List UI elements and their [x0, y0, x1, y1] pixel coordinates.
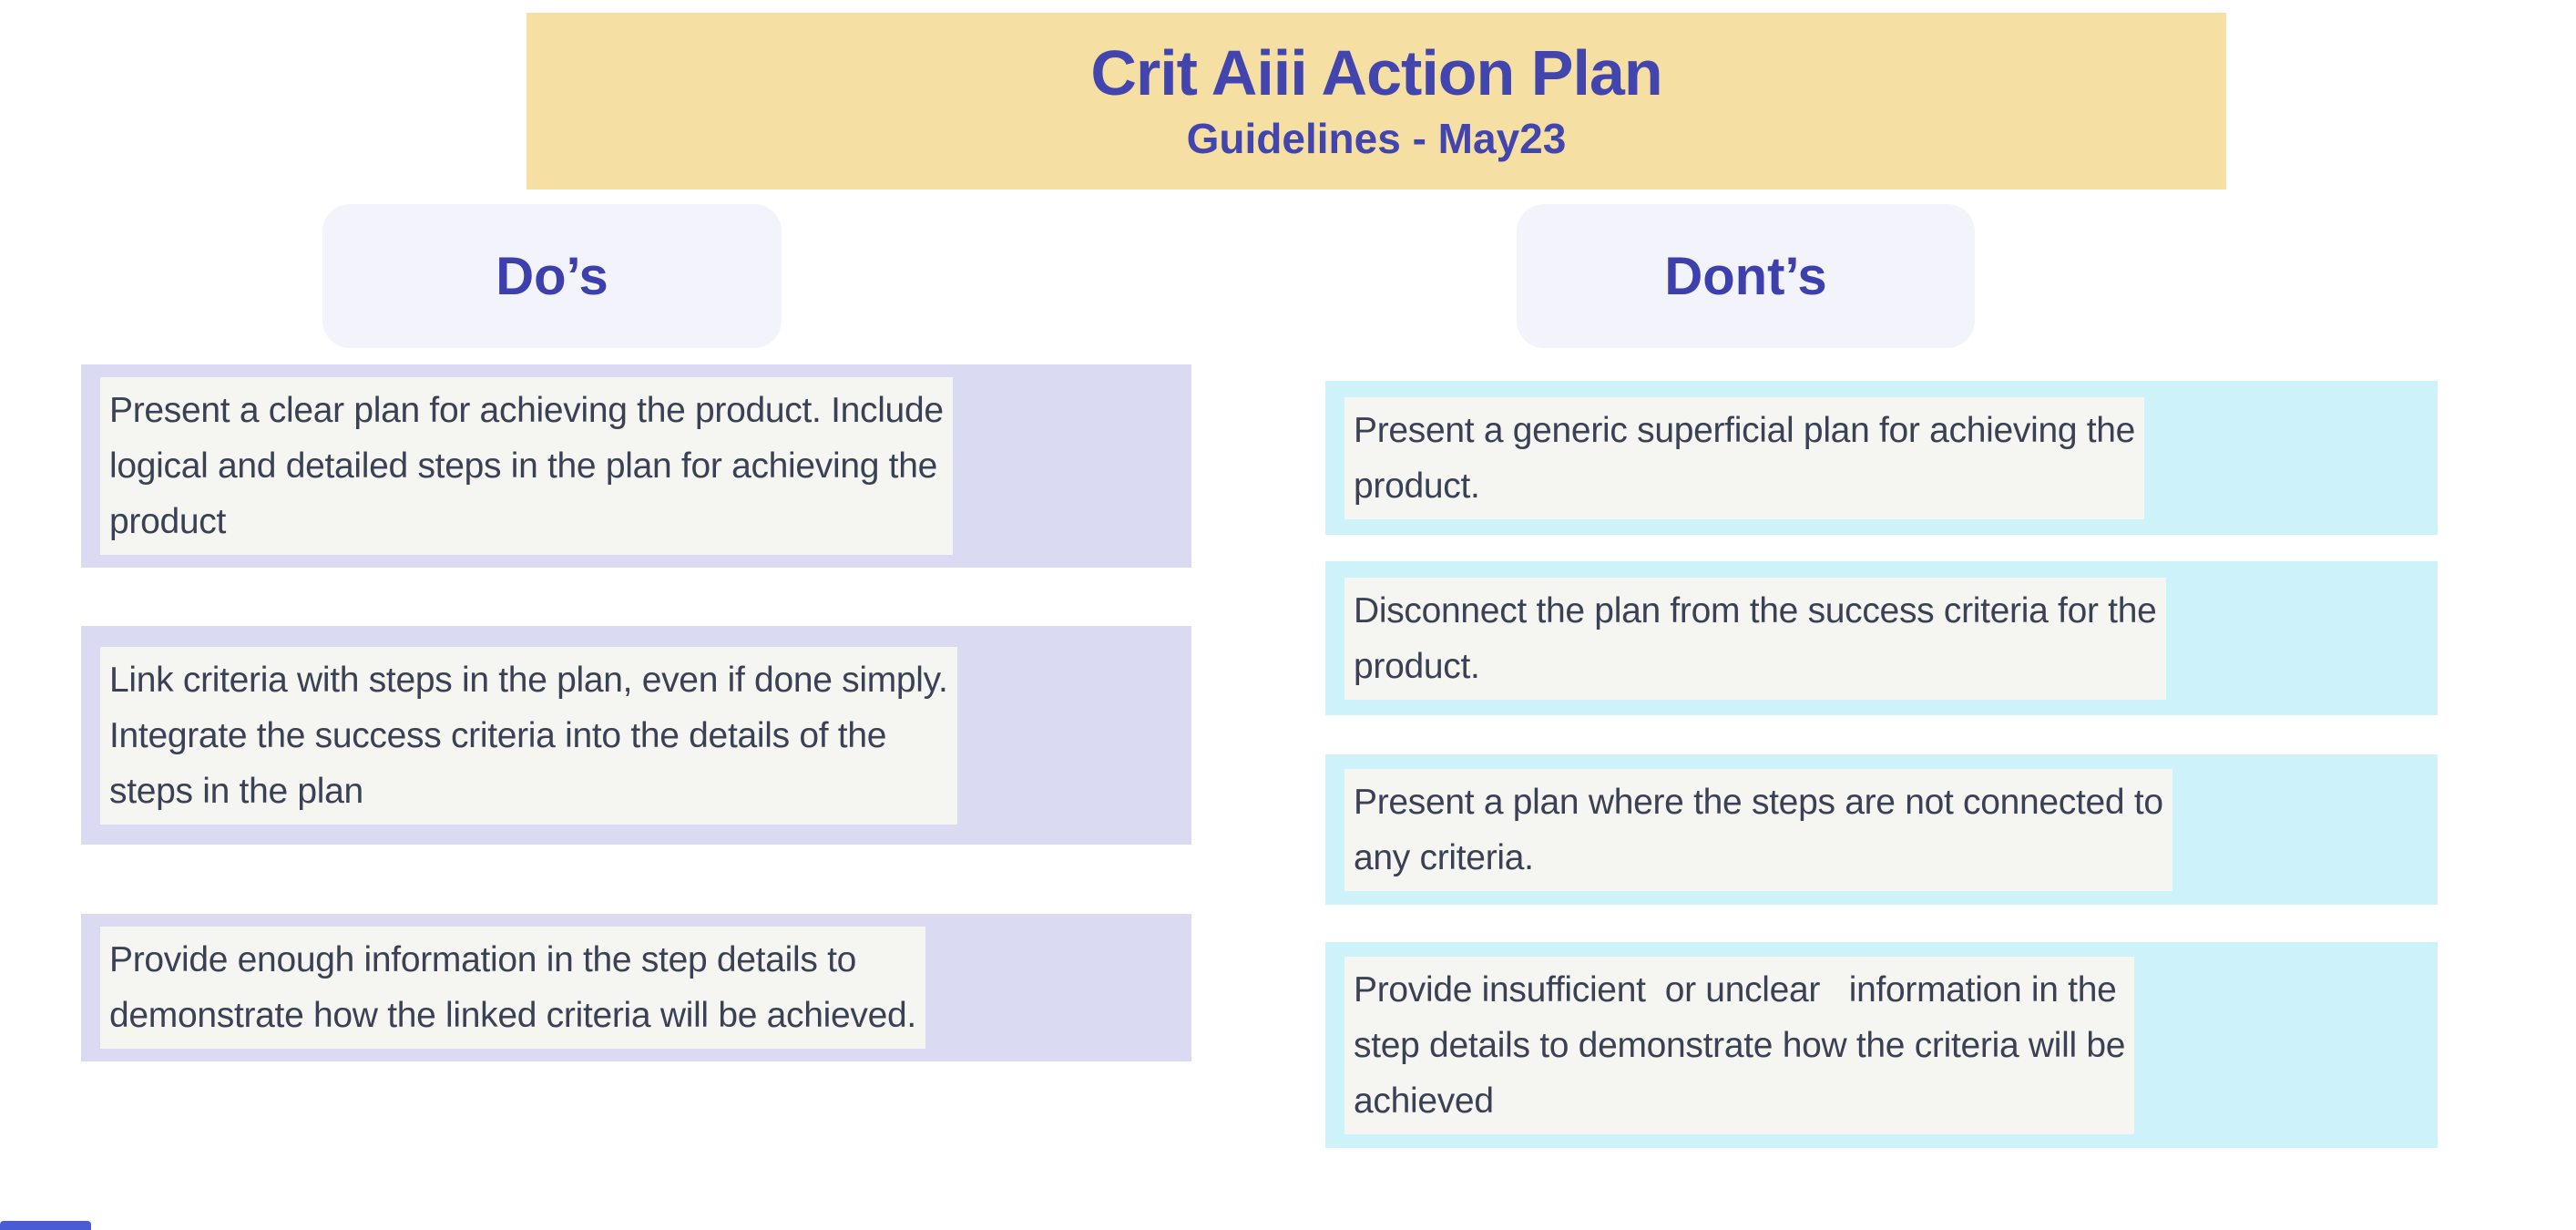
dos-item-3-text: Provide enough information in the step d… [100, 927, 925, 1049]
donts-item-2: Disconnect the plan from the success cri… [1325, 561, 2438, 715]
donts-column-header: Dont’s [1517, 204, 1975, 348]
donts-item-1-text: Present a generic superficial plan for a… [1344, 396, 2145, 519]
donts-item-4: Provide insufficient or unclear informat… [1325, 942, 2438, 1148]
donts-item-1: Present a generic superficial plan for a… [1325, 381, 2438, 535]
title-banner: Crit Aiii Action Plan Guidelines - May23 [526, 13, 2226, 190]
dos-item-1: Present a clear plan for achieving the p… [81, 364, 1191, 568]
donts-item-4-text: Provide insufficient or unclear informat… [1344, 956, 2135, 1134]
page-subtitle: Guidelines - May23 [1186, 114, 1567, 162]
dos-item-2: Link criteria with steps in the plan, ev… [81, 626, 1191, 845]
donts-item-3-text: Present a plan where the steps are not c… [1344, 768, 2172, 891]
dos-item-2-text: Link criteria with steps in the plan, ev… [100, 646, 957, 825]
partial-element-bottom-left [0, 1221, 91, 1230]
dos-item-1-text: Present a clear plan for achieving the p… [100, 377, 953, 555]
dos-item-3: Provide enough information in the step d… [81, 914, 1191, 1061]
donts-item-2-text: Disconnect the plan from the success cri… [1344, 577, 2166, 700]
dos-header-label: Do’s [496, 246, 608, 306]
page-title: Crit Aiii Action Plan [1090, 36, 1662, 108]
donts-header-label: Dont’s [1664, 246, 1827, 306]
donts-item-3: Present a plan where the steps are not c… [1325, 754, 2438, 905]
dos-column-header: Do’s [322, 204, 782, 348]
